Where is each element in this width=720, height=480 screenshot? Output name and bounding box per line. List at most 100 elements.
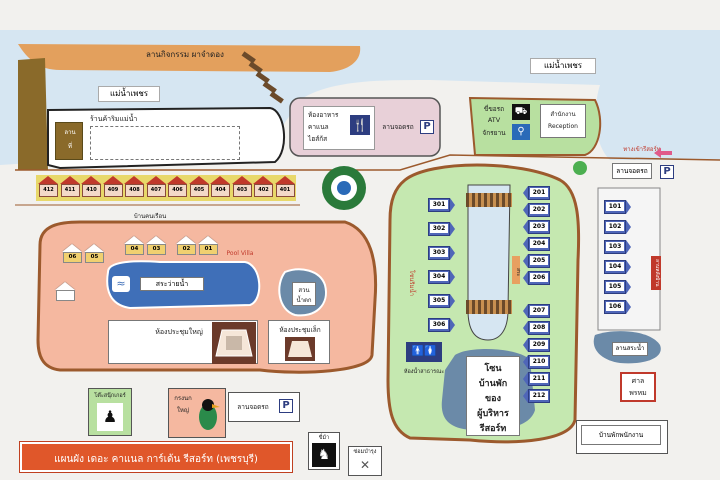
restaurant: ห้องอาหาร คาแนล ไฮส์ก้ส 🍴 bbox=[303, 106, 375, 150]
unit-number: 204 bbox=[530, 239, 548, 248]
parking-top-icon: P bbox=[420, 120, 434, 134]
executive-zone-box: โซน บ้านพัก ของ ผู้บริหาร รีสอร์ท bbox=[466, 356, 520, 436]
parking-bottom-label: ลานจอดรถ bbox=[237, 403, 269, 411]
unit-208: 208 bbox=[523, 321, 550, 335]
pool-villa-number: 02 bbox=[177, 244, 196, 255]
unit-304: 304 bbox=[428, 270, 455, 284]
zone-center-tag bbox=[512, 256, 520, 284]
unit-number: 205 bbox=[530, 256, 548, 265]
unit-106: 106 bbox=[604, 300, 631, 314]
row-house-402: 402 bbox=[253, 176, 274, 198]
restaurant-line2: คาแนล bbox=[308, 123, 329, 131]
unit-number: 102 bbox=[606, 222, 624, 231]
river-left-label: แม่น้ำเพชร bbox=[98, 86, 160, 102]
row-house-number: 402 bbox=[254, 184, 273, 197]
row-house-407: 407 bbox=[145, 176, 167, 198]
unit-303: 303 bbox=[428, 246, 455, 260]
restaurant-line1: ห้องอาหาร bbox=[308, 111, 339, 119]
small-meeting-room: ห้องประชุมเล็ก bbox=[268, 320, 330, 364]
unit-205: 205 bbox=[523, 254, 550, 268]
row-house-number: 411 bbox=[60, 184, 80, 197]
unit-305: 305 bbox=[428, 294, 455, 308]
parking-top-label: ลานจอดรถ bbox=[382, 123, 414, 131]
repair-label: ซ่อมบำรุง bbox=[353, 449, 377, 455]
unit-number: 101 bbox=[606, 202, 624, 211]
riverside-shop-area bbox=[90, 126, 240, 160]
unit-number: 207 bbox=[530, 306, 548, 315]
unit-number: 304 bbox=[430, 272, 448, 281]
wrench-icon: ✕ bbox=[359, 458, 371, 472]
unit-number: 301 bbox=[430, 200, 448, 209]
bird-line1: กรงนก bbox=[174, 395, 192, 402]
unit-number: 211 bbox=[530, 374, 548, 383]
atv-line3: จักรยาน bbox=[482, 129, 506, 137]
bird-line2: ใหญ่ bbox=[177, 407, 189, 414]
row-house-number: 404 bbox=[211, 184, 230, 197]
unit-number: 209 bbox=[530, 340, 548, 349]
bird-icon bbox=[193, 395, 223, 435]
big-meeting-icon bbox=[212, 322, 256, 364]
unit-105: 105 bbox=[604, 280, 631, 294]
pool-villa-label: Pool Villa bbox=[226, 250, 254, 257]
unit-number: 302 bbox=[430, 224, 448, 233]
unit-number: 202 bbox=[530, 205, 548, 214]
row-house-number: 406 bbox=[168, 184, 187, 197]
row-house-406: 406 bbox=[167, 176, 188, 198]
zone-right-tag bbox=[651, 256, 661, 290]
unit-209: 209 bbox=[523, 338, 550, 352]
unit-302: 302 bbox=[428, 222, 455, 236]
horse-icon: ♞ bbox=[312, 443, 336, 467]
bird-cage: กรงนก ใหญ่ bbox=[168, 388, 226, 438]
garden-line2: น้ำตก bbox=[296, 297, 312, 304]
unit-201: 201 bbox=[523, 186, 550, 200]
small-shop: ลาน ที่ bbox=[55, 122, 83, 160]
restaurant-icon: 🍴 bbox=[350, 115, 370, 135]
canal bbox=[467, 184, 511, 341]
pool-villa-06: 06 bbox=[62, 244, 83, 264]
small-shop-label-a: ลาน bbox=[64, 129, 76, 136]
horse-riding: ขี่ม้า ♞ bbox=[308, 432, 340, 470]
unit-number: 201 bbox=[530, 188, 548, 197]
restaurant-line3: ไฮส์ก้ส bbox=[308, 135, 328, 143]
parking-right-label: ลานจอดรถ bbox=[612, 163, 652, 179]
zone-title-5: รีสอร์ท bbox=[479, 424, 507, 434]
activity-ground-label: ลานกิจกรรม ผาจำดอง bbox=[146, 50, 224, 59]
row-house-number: 408 bbox=[125, 184, 144, 197]
unit-204: 204 bbox=[523, 237, 550, 251]
maintenance: ซ่อมบำรุง ✕ bbox=[348, 446, 382, 476]
row-house-401: 401 bbox=[274, 176, 296, 198]
entrance-label: ทางเข้ารีสอร์ท bbox=[623, 146, 661, 153]
zone-title-3: ของ bbox=[485, 394, 501, 404]
horse-label: ขี่ม้า bbox=[318, 435, 330, 441]
shrine-line1: ศาล bbox=[631, 377, 645, 385]
unit-306: 306 bbox=[428, 318, 455, 332]
wooden-bridge-bottom bbox=[466, 300, 512, 314]
staff-house-label: บ้านพักพนักงาน bbox=[581, 425, 661, 445]
unit-104: 104 bbox=[604, 260, 631, 274]
unit-101: 101 bbox=[604, 200, 631, 214]
river-right-label: แม่น้ำเพชร bbox=[530, 58, 596, 74]
unit-number: 306 bbox=[430, 320, 448, 329]
row-house-403: 403 bbox=[231, 176, 253, 198]
unit-number: 104 bbox=[606, 262, 624, 271]
row-house-number: 412 bbox=[39, 184, 58, 197]
row-house-405: 405 bbox=[188, 176, 210, 198]
zone-title-4: ผู้บริหาร bbox=[477, 409, 509, 419]
atv-icon: ⛟ bbox=[512, 104, 530, 120]
zone-left-label: โซนริมน้ำ bbox=[408, 269, 415, 297]
unit-number: 203 bbox=[530, 222, 548, 231]
cliff bbox=[18, 58, 48, 170]
zone-left-units: 301 302 303 304 305 306 bbox=[428, 198, 458, 338]
row-house-number: 407 bbox=[146, 184, 166, 197]
reception: สำนักงาน Reception bbox=[540, 104, 586, 138]
row-house-number: 410 bbox=[82, 184, 101, 197]
pool-villa-03: 03 bbox=[146, 236, 167, 256]
unit-number: 103 bbox=[606, 242, 624, 251]
unit-number: 305 bbox=[430, 296, 448, 305]
riverside-island bbox=[47, 106, 286, 170]
zone-title-1: โซน bbox=[484, 364, 502, 374]
pool-villa-number: 03 bbox=[147, 244, 166, 255]
small-shop-label-b: ที่ bbox=[68, 143, 72, 150]
